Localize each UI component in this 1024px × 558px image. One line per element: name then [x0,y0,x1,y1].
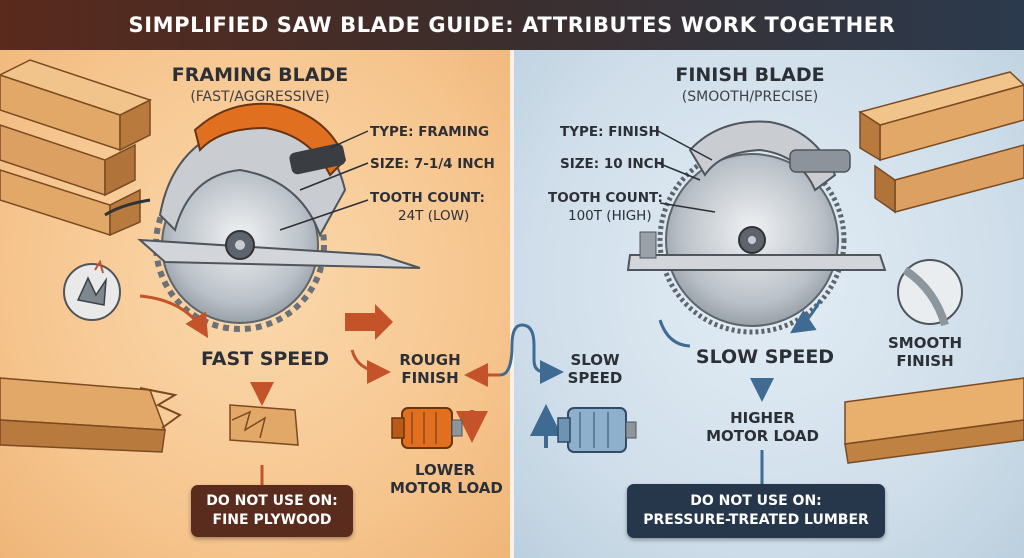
fast-arrow-icon [345,304,393,340]
motor-icon-left [392,408,462,448]
finish-warning-line2: PRESSURE-TREATED LUMBER [627,511,885,530]
aggressive-tooth-detail [64,262,120,320]
finish-tooth-count-value: 100T (HIGH) [568,208,652,224]
finish-load-line1: HIGHER [705,410,820,427]
framing-finish-line1: ROUGH [395,352,465,369]
finish-heading: FINISH BLADE [660,65,840,86]
framing-tooth-count-label: TOOTH COUNT: [370,190,485,206]
framing-heading: FRAMING BLADE [170,65,350,86]
finish-speed-small-line2: SPEED [560,370,630,387]
finish-warning-box: DO NOT USE ON: PRESSURE-TREATED LUMBER [627,484,885,538]
finish-speed-small-line1: SLOW [560,352,630,369]
framing-type: TYPE: FRAMING [370,124,489,140]
framing-warning-line1: DO NOT USE ON: [191,492,353,511]
framing-finish-line2: FINISH [395,370,465,387]
finish-type: TYPE: FINISH [560,124,660,140]
framing-speed: FAST SPEED [190,349,340,370]
miter-saw-illustration [628,122,885,332]
framing-size: SIZE: 7-1/4 INCH [370,156,495,172]
framing-tooth-count-value: 24T (LOW) [398,208,469,224]
finish-size: SIZE: 10 INCH [560,156,665,172]
finish-load-line2: MOTOR LOAD [705,428,820,445]
slow-curve-icon [660,320,690,346]
finish-finish-line2: FINISH [880,353,970,370]
smooth-cut-board [845,378,1024,463]
lumber-stack-right [860,72,1024,212]
motor-icon-right [558,408,636,452]
finish-subheading: (SMOOTH/PRECISE) [660,90,840,105]
rough-cut-board [0,378,298,452]
framing-subheading: (FAST/AGGRESSIVE) [170,90,350,105]
smooth-tooth-detail [898,260,962,325]
framing-load-line2: MOTOR LOAD [390,480,500,497]
framing-warning-line2: FINE PLYWOOD [191,511,353,530]
framing-load-line1: LOWER [390,462,500,479]
framing-warning-box: DO NOT USE ON: FINE PLYWOOD [191,485,353,537]
finish-finish-line1: SMOOTH [880,335,970,352]
finish-speed: SLOW SPEED [690,347,840,368]
lumber-stack-left [0,60,150,235]
finish-tooth-count-label: TOOTH COUNT: [548,190,663,206]
finish-warning-line1: DO NOT USE ON: [627,492,885,511]
